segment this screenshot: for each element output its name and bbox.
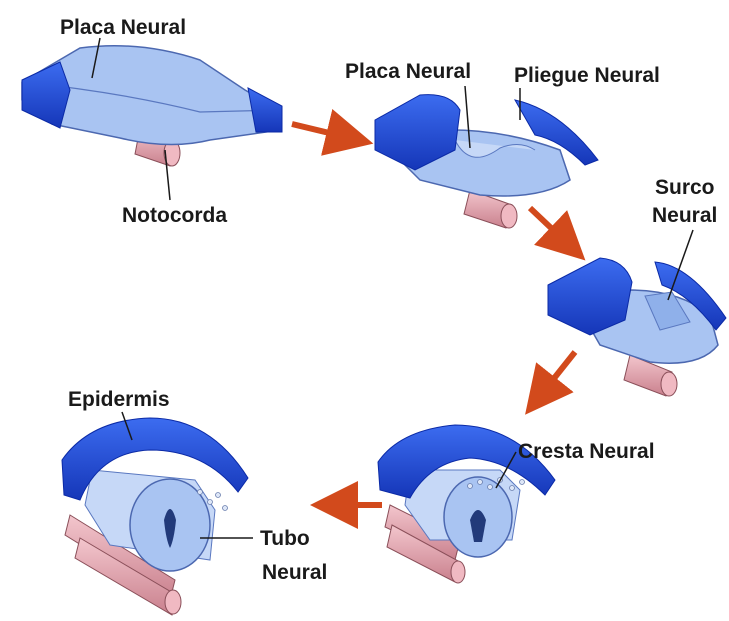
stage-neural-folds bbox=[375, 95, 598, 228]
label-placa-neural-2: Placa Neural bbox=[345, 60, 471, 83]
arrow-stage1-to-stage2 bbox=[292, 124, 350, 138]
stage-neural-plate bbox=[22, 46, 282, 166]
neural-plate-slab bbox=[22, 46, 282, 145]
stage-neural-tube bbox=[62, 418, 248, 615]
label-notocorda: Notocorda bbox=[122, 204, 227, 227]
label-pliegue-neural: Pliegue Neural bbox=[514, 64, 660, 87]
label-cresta-neural: Cresta Neural bbox=[518, 440, 655, 463]
stage-neural-groove bbox=[548, 258, 726, 396]
label-tubo-neural-line1: Tubo bbox=[260, 527, 310, 550]
arrow-stage2-to-stage3 bbox=[530, 208, 568, 244]
label-epidermis: Epidermis bbox=[68, 388, 170, 411]
label-tubo-neural-line2: Neural bbox=[262, 561, 327, 584]
neural-tube-cross-section bbox=[444, 477, 512, 557]
arrow-stage3-to-stage4 bbox=[540, 352, 575, 396]
label-surco-neural-line1: Surco bbox=[655, 176, 715, 199]
label-placa-neural-1: Placa Neural bbox=[60, 16, 186, 39]
label-surco-neural-line2: Neural bbox=[652, 204, 717, 227]
